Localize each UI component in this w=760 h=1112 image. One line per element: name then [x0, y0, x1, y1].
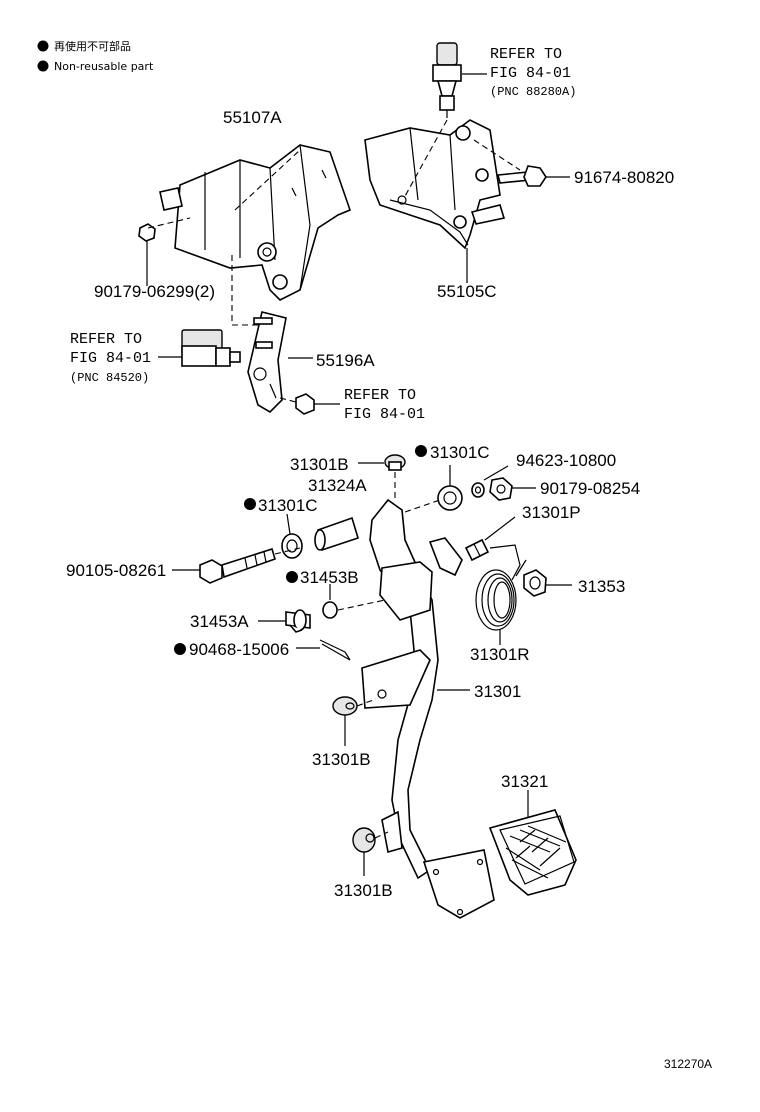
callout-31301B-mid: 31301B	[312, 750, 371, 769]
bushing-31453B	[322, 601, 338, 619]
nut-90179-06299	[138, 223, 156, 286]
bushing-31301B-top	[384, 454, 406, 471]
callout-55107A: 55107A	[223, 108, 282, 127]
bracket-55107A	[159, 144, 352, 301]
callout-31301P: 31301P	[522, 503, 581, 522]
callout-55196A: 55196A	[316, 351, 375, 370]
bushing-31301B-bottom	[352, 827, 376, 853]
bushing-31301B-mid	[332, 696, 358, 716]
non-reusable-dot-icon	[286, 571, 298, 583]
spring-31301R	[475, 544, 527, 631]
callout-31353: 31353	[578, 577, 625, 596]
callout-refer-left-2: FIG 84-01	[70, 350, 151, 367]
callout-refer-mid-1: REFER TO	[344, 387, 416, 404]
callout-90179-06299: 90179-06299(2)	[94, 282, 215, 301]
non-reusable-dot-icon	[415, 445, 427, 457]
washer-94623-10800	[471, 482, 485, 498]
callout-31301: 31301	[474, 682, 521, 701]
legend: 再使用不可部品 Non-reusable part	[37, 39, 154, 73]
cotter-pin-90468-15006	[319, 639, 351, 661]
callout-31301B-bottom: 31301B	[334, 881, 393, 900]
bolt-90105-08261	[199, 547, 276, 584]
non-reusable-dot-icon	[37, 40, 49, 52]
callout-31321: 31321	[501, 772, 548, 791]
nut-90179-08254	[489, 477, 513, 501]
callout-31301B-top: 31301B	[290, 455, 349, 474]
callout-91674-80820: 91674-80820	[574, 168, 674, 187]
legend-ja: 再使用不可部品	[54, 39, 131, 53]
callout-31453B: 31453B	[300, 568, 359, 587]
callout-31324A: 31324A	[308, 476, 367, 495]
callout-refer-left-1: REFER TO	[70, 331, 142, 348]
non-reusable-dot-icon	[244, 498, 256, 510]
callout-31301C-left: 31301C	[258, 496, 318, 515]
bracket-55105C	[364, 119, 506, 250]
pedal-plate	[422, 849, 495, 919]
callout-90468-15006: 90468-15006	[189, 640, 289, 659]
callout-refer-top-1: REFER TO	[490, 46, 562, 63]
clip-31301P	[464, 538, 490, 562]
pedal-arm-31301	[361, 498, 463, 880]
callout-31301C-top: 31301C	[430, 443, 490, 462]
clevis-55196A	[247, 311, 287, 414]
legend-en: Non-reusable part	[54, 60, 154, 73]
callout-refer-mid-2: FIG 84-01	[344, 406, 425, 423]
callout-94623-10800: 94623-10800	[516, 451, 616, 470]
stop-lamp-switch-top	[432, 42, 462, 118]
callout-refer-top-pnc: (PNC 88280A)	[490, 85, 576, 99]
callout-31453A: 31453A	[190, 612, 249, 631]
bolt-91674-80820	[496, 165, 547, 187]
non-reusable-dot-icon	[174, 643, 186, 655]
cushion-31353	[523, 569, 547, 597]
callout-refer-left-pnc: (PNC 84520)	[70, 371, 149, 385]
figure-id: 312270A	[664, 1057, 712, 1071]
nut-55196A	[295, 393, 315, 415]
callout-90105-08261: 90105-08261	[66, 561, 166, 580]
callout-90179-08254: 90179-08254	[540, 479, 640, 498]
callout-31301R: 31301R	[470, 645, 530, 664]
stop-lamp-switch-left	[158, 329, 241, 367]
non-reusable-dot-icon	[37, 60, 49, 72]
callout-refer-top-2: FIG 84-01	[490, 65, 571, 82]
spacer-31324A	[314, 516, 359, 552]
pedal-pad-31321	[488, 809, 577, 896]
bushing-31301C-right	[437, 485, 463, 511]
callout-55105C: 55105C	[437, 282, 497, 301]
pin-31453A	[285, 609, 311, 633]
bushing-31301C-left	[281, 533, 303, 559]
